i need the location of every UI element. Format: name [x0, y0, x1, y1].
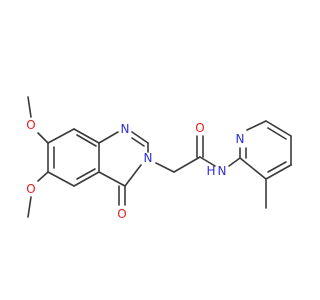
bond-ch2-camide	[173, 156, 201, 173]
atom-o-methoxy-upper: O	[26, 118, 35, 132]
bond-c8a-n1	[98, 131, 119, 144]
atom-n1-quinazoline: N	[121, 122, 130, 136]
atom-o-carbonyl-ring: O	[117, 207, 126, 221]
bond-camide-n	[199, 156, 216, 167]
atom-n3-quinazoline: N	[144, 151, 153, 165]
bond-pyr-c6-c5	[265, 120, 292, 137]
bond-c6-o-lower	[37, 171, 49, 182]
bond-c4-c4a	[98, 171, 126, 187]
bond-methyl-lower	[27, 196, 32, 218]
bond-c8-c8a-double	[76, 134, 97, 147]
bond-c4a-c5-double	[76, 168, 96, 180]
bond-n3-c4	[124, 164, 142, 187]
bond-n-pyr-c2	[228, 157, 241, 167]
bond-pyr-c6-c5-double	[267, 127, 287, 140]
bond-pyr-c4-c3	[265, 164, 292, 180]
atom-n-pyridine: N	[236, 132, 245, 146]
bond-o-upper-ring	[37, 132, 49, 144]
atom-labels: O O N N O O N H N	[26, 118, 244, 221]
bond-n1-c2-double	[131, 137, 145, 147]
bond-pyr-c3-c2	[239, 157, 267, 180]
atom-o-methoxy-lower: O	[26, 182, 35, 196]
bond-c7-c8	[47, 128, 75, 144]
atom-n-amide: N	[218, 164, 227, 178]
bond-c8-c8a	[73, 128, 100, 144]
atom-h-amide: H	[206, 164, 215, 178]
bond-pyr-n-c6	[246, 120, 267, 131]
bond-c4a-c5	[73, 171, 100, 187]
atom-o-carbonyl-amide: O	[195, 121, 204, 135]
bond-pyr-c4-c3-double	[267, 161, 287, 173]
bond-c5-c6	[47, 171, 75, 187]
bond-methyl-upper	[27, 96, 32, 118]
molecule-canvas: O O N N O O N H N	[26, 96, 292, 221]
bond-n3-ch2	[155, 162, 175, 173]
molecule-structure: O O N N O O N H N	[26, 96, 292, 221]
bonds	[27, 96, 292, 218]
bond-n1-c2	[131, 131, 149, 144]
